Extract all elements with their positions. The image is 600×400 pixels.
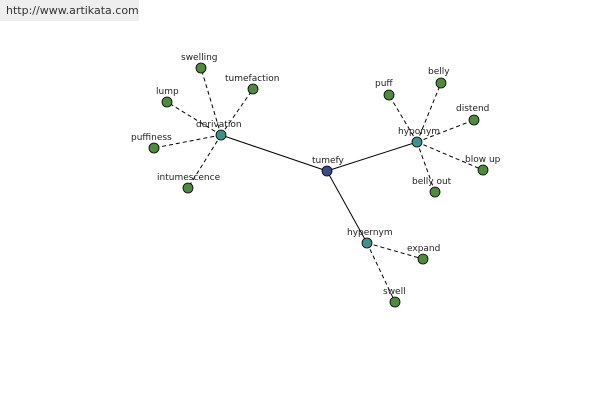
node-swelling[interactable] bbox=[195, 62, 207, 74]
edge-hyponym-puff bbox=[388, 94, 418, 143]
node-label-expand[interactable]: expand bbox=[407, 244, 440, 254]
node-lump[interactable] bbox=[161, 96, 173, 108]
node-derivation[interactable] bbox=[215, 129, 227, 141]
labels-layer: tumefy derivation hyponym hypernym swelling t… bbox=[131, 53, 501, 297]
edge-tumefy-hyponym bbox=[326, 141, 418, 172]
node-label-puff[interactable]: puff bbox=[375, 79, 393, 89]
edge-hyponym-belly bbox=[416, 82, 442, 143]
edge-hyponym-blow-up bbox=[416, 141, 484, 171]
node-hypernym[interactable] bbox=[361, 237, 373, 249]
edge-hypernym-swell bbox=[366, 242, 396, 303]
node-label-belly-out[interactable]: belly out bbox=[412, 177, 452, 187]
edge-derivation-swelling bbox=[200, 67, 222, 136]
edge-hypernym-expand bbox=[366, 242, 424, 260]
node-hyponym[interactable] bbox=[411, 136, 423, 148]
edge-derivation-puffiness bbox=[153, 134, 222, 149]
node-label-distend[interactable]: distend bbox=[456, 104, 489, 114]
node-belly-out[interactable] bbox=[429, 186, 441, 198]
node-distend[interactable] bbox=[468, 114, 480, 126]
node-tumefy[interactable] bbox=[321, 165, 333, 177]
node-label-derivation[interactable]: derivation bbox=[196, 120, 242, 130]
edge-tumefy-hypernym bbox=[326, 170, 368, 244]
node-label-swelling[interactable]: swelling bbox=[181, 53, 218, 63]
node-label-hyponym[interactable]: hyponym bbox=[398, 127, 440, 137]
node-label-intumescence[interactable]: intumescence bbox=[157, 173, 221, 183]
node-puff[interactable] bbox=[383, 89, 395, 101]
node-label-puffiness[interactable]: puffiness bbox=[131, 133, 172, 143]
edge-tumefy-derivation bbox=[220, 134, 328, 172]
nodes-layer bbox=[148, 62, 489, 308]
edge-derivation-lump bbox=[166, 101, 222, 136]
node-label-swell[interactable]: swell bbox=[383, 287, 406, 297]
node-label-lump[interactable]: lump bbox=[156, 87, 179, 97]
node-puffiness[interactable] bbox=[148, 142, 160, 154]
node-label-tumefaction[interactable]: tumefaction bbox=[225, 74, 279, 84]
node-belly[interactable] bbox=[435, 77, 447, 89]
edge-hyponym-distend bbox=[416, 119, 475, 143]
node-label-hypernym[interactable]: hypernym bbox=[347, 228, 393, 238]
edges-layer bbox=[153, 67, 484, 303]
node-swell[interactable] bbox=[389, 296, 401, 308]
node-label-tumefy[interactable]: tumefy bbox=[312, 156, 345, 166]
edge-hyponym-belly-out bbox=[416, 141, 436, 193]
node-label-blow-up[interactable]: blow up bbox=[465, 155, 501, 165]
node-tumefaction[interactable] bbox=[247, 83, 259, 95]
node-expand[interactable] bbox=[417, 253, 429, 265]
edge-derivation-tumefaction bbox=[220, 88, 254, 136]
site-url[interactable]: http://www.artikata.com bbox=[0, 0, 139, 21]
node-blow-up[interactable] bbox=[477, 164, 489, 176]
node-intumescence[interactable] bbox=[182, 182, 194, 194]
edge-derivation-intumescence bbox=[187, 134, 222, 189]
node-label-belly[interactable]: belly bbox=[428, 67, 450, 77]
